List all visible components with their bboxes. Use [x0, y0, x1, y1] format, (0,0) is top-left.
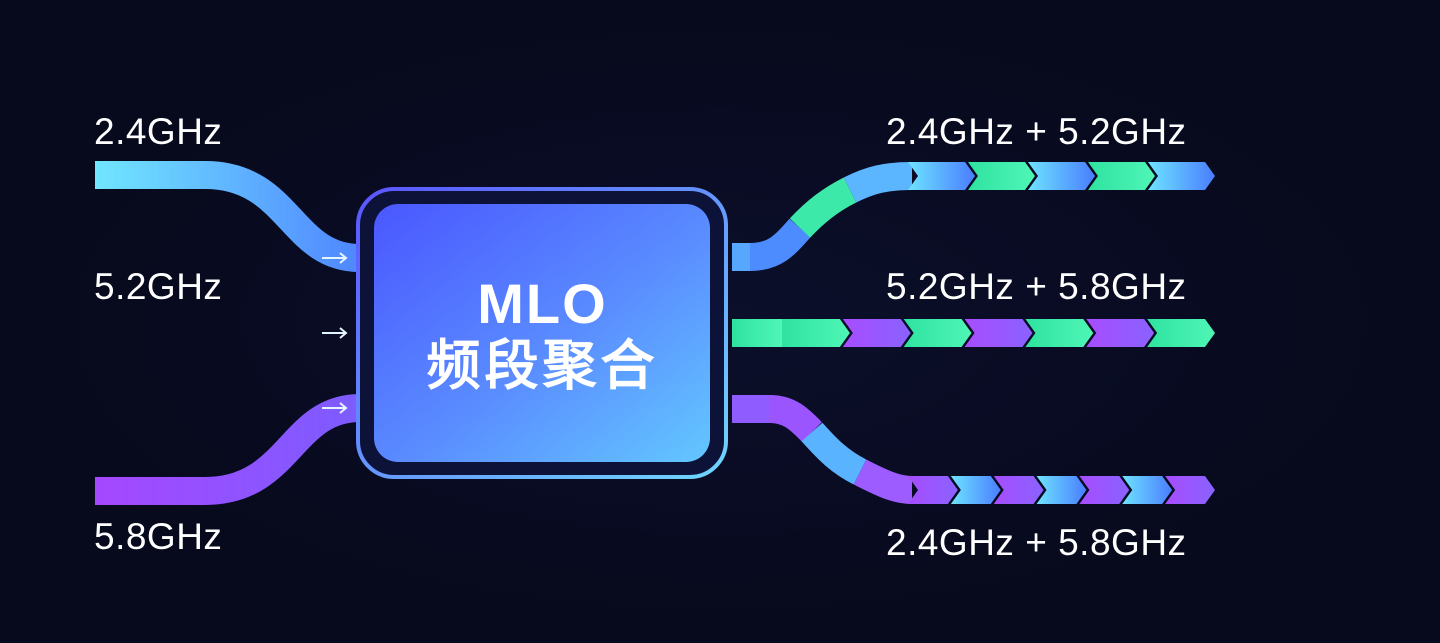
chevron-segment-icon — [1079, 476, 1130, 504]
input-stream-2-4ghz — [95, 161, 361, 272]
output-curve-top-b — [789, 177, 857, 238]
input-label-2-4ghz: 2.4GHz — [94, 111, 223, 152]
chip-title: MLO — [477, 272, 608, 336]
input-label-5-2ghz: 5.2GHz — [94, 266, 223, 307]
output-label-2-4-5-8: 2.4GHz + 5.8GHz — [886, 522, 1187, 563]
input-stream-5-8ghz — [95, 394, 361, 505]
right-arrow-icon — [322, 327, 348, 339]
chevron-segment-icon — [1122, 476, 1173, 504]
output-stub-middle — [732, 319, 782, 347]
output-stub-top — [732, 243, 752, 271]
chevron-segment-icon — [1028, 162, 1095, 190]
chevron-segment-icon — [964, 319, 1033, 347]
chevron-segment-icon — [993, 476, 1044, 504]
output-label-5-2-5-8: 5.2GHz + 5.8GHz — [886, 266, 1187, 307]
chip-subtitle: 频段聚合 — [426, 336, 659, 397]
output-curve-bottom-c — [853, 459, 913, 504]
output-curve-bottom-a — [769, 395, 822, 442]
chevron-segment-icon — [908, 476, 958, 504]
chevron-segment-icon — [1147, 319, 1215, 347]
chevron-segment-icon — [903, 319, 972, 347]
chevron-segment-icon — [1036, 476, 1087, 504]
output-curve-bottom-b — [801, 422, 867, 485]
chip-label: MLO 频段聚合 — [375, 205, 710, 465]
output-row-2-4-5-8 — [908, 476, 1215, 504]
output-curve-top-a — [749, 218, 811, 271]
output-stub-bottom — [732, 395, 772, 423]
output-label-2-4-5-2: 2.4GHz + 5.2GHz — [886, 111, 1187, 152]
chip-body — [374, 204, 710, 462]
chevron-segment-icon — [1165, 476, 1215, 504]
output-curve-top-c — [843, 162, 913, 203]
right-arrow-icon — [322, 252, 348, 264]
input-label-5-8ghz: 5.8GHz — [94, 516, 223, 557]
output-row-5-2-5-8 — [782, 319, 1215, 347]
chevron-segment-icon — [782, 319, 850, 347]
chevron-segment-icon — [968, 162, 1035, 190]
chevron-segment-icon — [1148, 162, 1215, 190]
chevron-segment-icon — [950, 476, 1001, 504]
chevron-segment-icon — [1088, 162, 1155, 190]
chevron-segment-icon — [1025, 319, 1094, 347]
right-arrow-icon — [322, 402, 348, 414]
chevron-segment-icon — [842, 319, 911, 347]
chevron-segment-icon — [1086, 319, 1155, 347]
chevron-segment-icon — [908, 162, 975, 190]
output-row-2-4-5-2 — [908, 162, 1215, 190]
